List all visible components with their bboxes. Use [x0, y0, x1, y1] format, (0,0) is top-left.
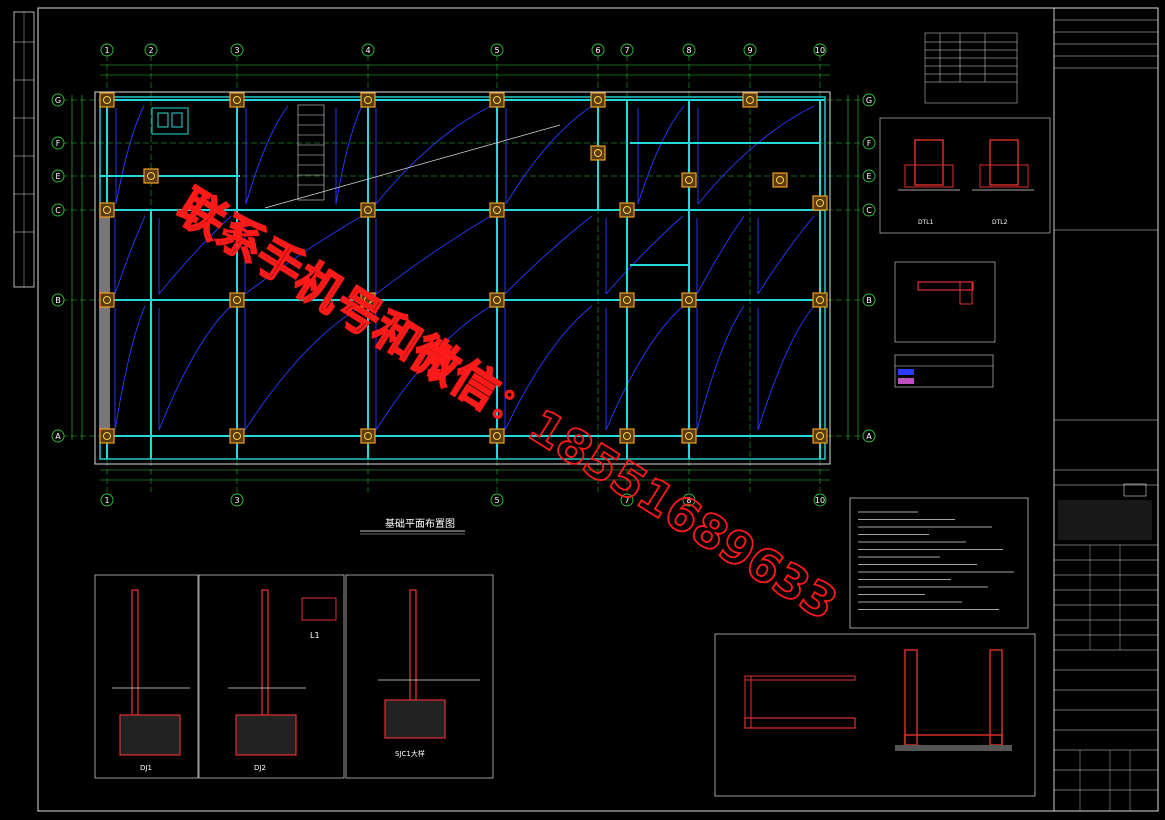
axis-bubble-top-4: 4 — [361, 43, 375, 57]
axis-bubble-top-7: 7 — [620, 43, 634, 57]
axis-bubble-bottom-7-label: 7 — [624, 496, 629, 505]
detail-d2-label: DJ2 — [254, 764, 266, 772]
axis-bubble-left-G: G — [51, 93, 65, 107]
axis-bubble-right-C: C — [862, 203, 876, 217]
axis-bubble-top-2-label: 2 — [148, 46, 153, 55]
pit-details — [714, 633, 1036, 797]
notes-box — [849, 497, 1029, 629]
axis-bubble-bottom-8: 8 — [682, 493, 696, 507]
axis-bubble-left-E-label: E — [55, 172, 60, 181]
axis-bubble-top-3-label: 3 — [234, 46, 239, 55]
axis-bubble-top-6-label: 6 — [595, 46, 600, 55]
axis-bubble-left-F: F — [51, 136, 65, 150]
axis-bubble-top-10: 10 — [813, 43, 827, 57]
axis-bubble-bottom-7: 7 — [620, 493, 634, 507]
axis-bubble-right-B-label: B — [866, 296, 872, 305]
axis-bubble-top-3: 3 — [230, 43, 244, 57]
legend — [894, 354, 994, 388]
title-block — [1053, 8, 1158, 811]
axis-bubble-left-C-label: C — [55, 206, 61, 215]
axis-bubble-top-2: 2 — [144, 43, 158, 57]
detail-s1-label: SJC1大样 — [395, 749, 425, 758]
axis-bubble-right-A-label: A — [866, 432, 872, 441]
axis-bubble-top-8-label: 8 — [686, 46, 691, 55]
tank-detail — [151, 107, 189, 135]
axis-bubble-bottom-5-label: 5 — [494, 496, 499, 505]
plan-title: 基础平面布置图 — [385, 517, 455, 530]
detail-tl1-label: DTL1 — [918, 219, 934, 226]
axis-bubble-top-4-label: 4 — [365, 46, 370, 55]
axis-bubble-right-G: G — [862, 93, 876, 107]
axis-bubble-right-A: A — [862, 429, 876, 443]
left-revision-strip — [13, 11, 35, 288]
axis-bubble-bottom-10-label: 10 — [815, 496, 825, 505]
axis-bubble-left-F-label: F — [56, 139, 61, 148]
axis-bubble-left-C: C — [51, 203, 65, 217]
detail-tl2-label: DTL2 — [992, 219, 1008, 226]
axis-bubble-top-5-label: 5 — [494, 46, 499, 55]
axis-bubble-right-C-label: C — [866, 206, 872, 215]
axis-bubble-top-8: 8 — [682, 43, 696, 57]
axis-bubble-right-F: F — [862, 136, 876, 150]
axis-bubble-top-9: 9 — [743, 43, 757, 57]
axis-bubble-right-E-label: E — [866, 172, 871, 181]
axis-bubble-left-A: A — [51, 429, 65, 443]
axis-bubble-left-G-label: G — [55, 96, 61, 105]
axis-bubble-top-7-label: 7 — [624, 46, 629, 55]
axis-bubble-left-B-label: B — [55, 296, 61, 305]
axis-bubble-bottom-8-label: 8 — [686, 496, 691, 505]
axis-bubble-top-9-label: 9 — [747, 46, 752, 55]
axis-bubble-bottom-5: 5 — [490, 493, 504, 507]
axis-bubble-bottom-1: 1 — [100, 493, 114, 507]
axis-bubble-right-G-label: G — [866, 96, 872, 105]
axis-bubble-top-1: 1 — [100, 43, 114, 57]
axis-bubble-left-A-label: A — [55, 432, 61, 441]
detail-l1-label: L1 — [310, 631, 320, 640]
axis-bubble-left-B: B — [51, 293, 65, 307]
axis-bubble-bottom-1-label: 1 — [104, 496, 109, 505]
axis-bubble-right-F-label: F — [867, 139, 872, 148]
axis-bubble-right-E: E — [862, 169, 876, 183]
axis-bubble-top-1-label: 1 — [104, 46, 109, 55]
axis-bubble-bottom-3: 3 — [230, 493, 244, 507]
drawing-border — [37, 7, 1159, 812]
axis-bubble-left-E: E — [51, 169, 65, 183]
axis-bubble-right-B: B — [862, 293, 876, 307]
axis-bubble-top-6: 6 — [591, 43, 605, 57]
axis-bubble-top-5: 5 — [490, 43, 504, 57]
detail-d1-label: DJ1 — [140, 764, 152, 772]
axis-bubble-bottom-3-label: 3 — [234, 496, 239, 505]
tie-beam-details: DTL1 DTL2 — [879, 117, 1051, 234]
axis-bubble-bottom-10: 10 — [813, 493, 827, 507]
pile-details: DJ1 L1 DJ2 SJC1大样 — [94, 574, 494, 779]
stair — [297, 104, 325, 201]
axis-bubble-top-10-label: 10 — [815, 46, 825, 55]
rebar-table — [924, 32, 1018, 104]
wall-detail — [894, 261, 996, 343]
